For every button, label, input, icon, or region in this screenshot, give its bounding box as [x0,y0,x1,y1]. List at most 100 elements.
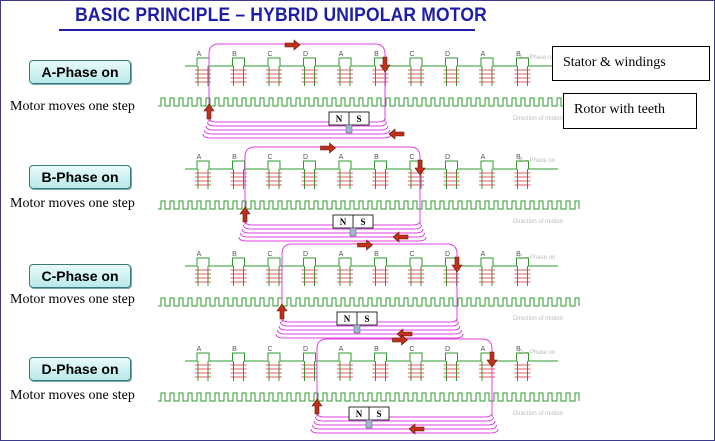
pole-letter: A [481,251,486,258]
flux-loop-lower [316,412,493,418]
direction-of-motion-text: Direction of motion [513,316,563,322]
flux-loop-lower [208,117,386,123]
magnet-north-label: N [340,217,347,227]
magnet-south-label: S [364,314,369,324]
flux-arrow-up [276,303,288,320]
pole-letter: C [409,251,414,258]
flux-loop-lower [310,428,499,434]
phase-label-c: C-Phase on [29,264,131,288]
pole-letter: C [267,346,272,353]
magnet-north-label: N [344,314,351,324]
pole-letter: D [303,346,308,353]
rotor-shaft [353,324,361,334]
pole-letter: D [445,154,450,161]
step-label-d: Motor moves one step [10,388,135,403]
pole-letter: D [445,51,450,58]
flux-arrow-right [357,239,373,251]
stator-outline [185,160,558,170]
pole-letter: B [232,251,237,258]
flux-arrow-left [388,128,405,140]
flux-arrow-left [396,328,413,340]
pole-letter: C [409,346,414,353]
pole-letter: D [303,51,308,58]
pole-letter: C [409,51,414,58]
rotor-teeth [158,297,580,307]
direction-of-motion-text: Direction of motion [513,219,563,225]
flux-arrow-up [311,398,323,415]
flux-loop-lower [207,121,387,127]
flux-loop-lower [315,416,494,422]
stator-callout: Stator & windings [552,46,710,81]
flux-loop-lower [313,420,496,426]
flux-loop-lower [240,232,425,238]
pole-letter: A [339,251,344,258]
pole-letter: A [197,154,202,161]
direction-of-motion-text: Direction of motion [513,116,563,122]
pole-letter: A [197,51,202,58]
magnet-north-label: N [336,114,343,124]
phase-label-d: D-Phase on [29,357,131,381]
pole-letter: B [516,346,521,353]
pole-letter: A [197,251,202,258]
rotor-shaft [345,124,353,134]
pole-letter: B [516,51,521,58]
pole-letter: A [481,346,486,353]
phase-legend-text: A – Phase on [519,55,555,61]
pole-letter: B [374,251,379,258]
flux-loop-upper [281,243,458,318]
pole-letter: A [481,154,486,161]
flux-loop-lower [278,325,461,331]
pole-letter: D [303,251,308,258]
pole-letter: C [267,51,272,58]
magnet-south-label: S [360,217,365,227]
flux-loop-lower [205,125,389,131]
pole-letter: B [374,154,379,161]
pole-letter: A [339,346,344,353]
pole-letter: A [481,51,486,58]
rotor-teeth [158,392,580,402]
magnet-south-label: S [356,114,361,124]
pole-letter: B [232,346,237,353]
flux-arrow-right [392,334,408,346]
rotor-teeth [158,97,580,107]
flux-arrow-down [486,351,498,368]
flux-loop-lower [238,236,427,242]
phase-legend-text: C – Phase on [519,255,555,261]
pole-letter: C [409,154,414,161]
direction-of-motion-text: Direction of motion [513,411,563,417]
page-title: BASIC PRINCIPLE – HYBRID UNIPOLAR MOTOR [75,5,487,26]
flux-loop-lower [275,333,464,339]
pole-letter: D [303,154,308,161]
flux-loop-lower [243,224,422,230]
rotor-callout: Rotor with teeth [563,93,697,129]
flux-loop-lower [280,321,459,327]
stator-outline [185,352,558,362]
phase-label-a: A-Phase on [29,60,131,84]
pole-letter: A [197,346,202,353]
rotor-teeth [158,200,580,210]
flux-loop-lower [204,129,390,135]
stator-outline [185,257,558,267]
flux-arrow-left [408,423,425,435]
step-label-c: Motor moves one step [10,292,135,307]
pole-letter: B [516,154,521,161]
step-label-a: Motor moves one step [10,99,135,114]
rotor-shaft [349,227,357,237]
flux-arrow-left [392,231,409,243]
pole-letter: D [445,251,450,258]
pole-letter: B [232,51,237,58]
flux-loop-lower [244,220,421,226]
pole-letter: B [374,51,379,58]
phase-label-b: B-Phase on [29,165,131,189]
magnet-south-label: S [376,409,381,419]
flux-loop-lower [277,329,462,335]
step-label-b: Motor moves one step [10,196,135,211]
flux-arrow-down [379,56,391,73]
flux-arrow-up [203,103,215,120]
flux-arrow-down [414,159,426,176]
flux-arrow-up [239,206,251,223]
